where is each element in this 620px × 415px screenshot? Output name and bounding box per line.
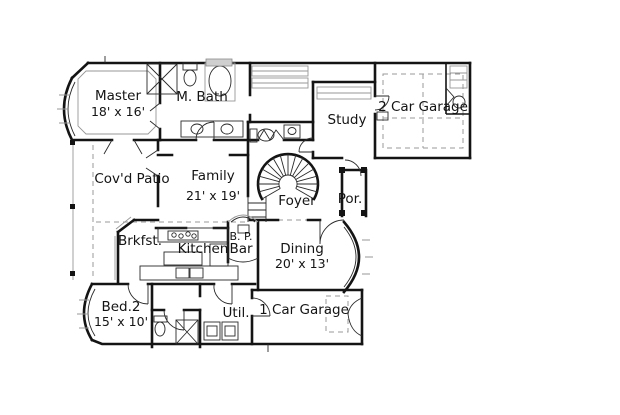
room-label-mbath: M. Bath: [176, 89, 228, 105]
room-label-kitchen: Kitchen: [178, 241, 229, 257]
room-label-family: Family: [191, 168, 234, 184]
kitchen-island: [163, 251, 203, 266]
water-heater: [452, 95, 466, 109]
stair-straight-run: [247, 196, 267, 222]
room-label-covd-patio: Cov'd Patio: [94, 171, 169, 187]
sink-bowl: [189, 267, 204, 279]
room-label-2car-garage: 2 Car Garage: [378, 99, 468, 115]
room-label-brkfst: Brkfst.: [118, 233, 162, 249]
room-label-porch: Por.: [338, 191, 363, 207]
porch-structure: [339, 167, 368, 218]
room-labels: Master 18' x 16' M. Bath Study 2 Car Gar…: [91, 88, 468, 329]
room-dim-family: 21' x 19': [186, 188, 240, 203]
sink-bowl: [175, 267, 190, 279]
cooktop: [167, 230, 199, 241]
shower-2: [175, 319, 199, 345]
room-label-master: Master: [95, 88, 142, 104]
room-label-1car-garage: 1 Car Garage: [259, 302, 349, 318]
room-label-butlers-pantry: B. P.: [230, 230, 253, 243]
patio-structure: [70, 140, 75, 280]
room-dim-master: 18' x 16': [91, 104, 145, 119]
room-label-util: Util.: [223, 305, 250, 321]
room-label-foyer: Foyer: [278, 193, 316, 209]
room-label-study: Study: [328, 112, 367, 128]
garage-storage-shelf: [449, 65, 468, 89]
shower: [146, 63, 178, 95]
master-tray-ceiling: [77, 70, 157, 135]
powder-toilet: [257, 128, 275, 142]
bar-sink: [237, 224, 250, 234]
bar-counter: [227, 257, 259, 263]
room-label-dining: Dining: [280, 241, 324, 257]
room-label-bar: Bar: [229, 241, 253, 257]
bar-arch: [227, 214, 259, 223]
kitchen-counter-bottom: [139, 265, 239, 281]
powder-toilet-tank: [249, 128, 258, 143]
kitchen-counter-top: [157, 227, 229, 243]
door-swings: [103, 87, 455, 331]
vanity: [180, 120, 244, 138]
spiral-staircase: [247, 152, 320, 222]
toilet: [183, 69, 197, 87]
room-dim-dining: 20' x 13': [275, 256, 329, 271]
room-dim-bed2: 15' x 10': [94, 314, 148, 329]
washer: [203, 321, 221, 341]
garage-step: [376, 111, 389, 121]
room-label-bed2: Bed.2: [101, 299, 140, 315]
fixtures: [57, 56, 468, 352]
dryer: [221, 321, 239, 341]
powder-sink-counter: [283, 124, 301, 139]
bath-window: [205, 58, 233, 67]
toilet-2: [154, 321, 166, 337]
